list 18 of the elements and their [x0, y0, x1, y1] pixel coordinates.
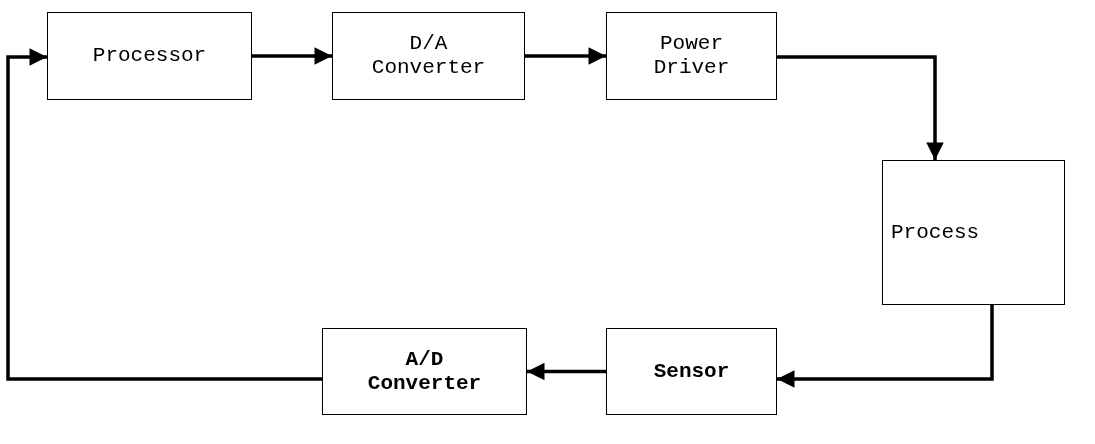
arrow: [777, 55, 944, 160]
box-label: Process: [891, 220, 980, 245]
process-box: [322, 328, 527, 415]
box-label: Power Driver: [652, 32, 731, 80]
arrow: [252, 47, 332, 65]
process-box: [882, 160, 1065, 305]
process-box: [606, 328, 777, 415]
arrow: [6, 48, 322, 381]
arrow: [525, 47, 606, 65]
box-label: Processor: [92, 44, 207, 68]
arrow: [527, 362, 606, 381]
box-label: A/D Converter: [366, 347, 483, 396]
process-box: [332, 12, 525, 100]
arrow: [777, 305, 994, 388]
box-label: D/A Converter: [370, 32, 487, 80]
process-box: [47, 12, 252, 100]
process-box: [606, 12, 777, 100]
box-label: Sensor: [653, 359, 730, 384]
